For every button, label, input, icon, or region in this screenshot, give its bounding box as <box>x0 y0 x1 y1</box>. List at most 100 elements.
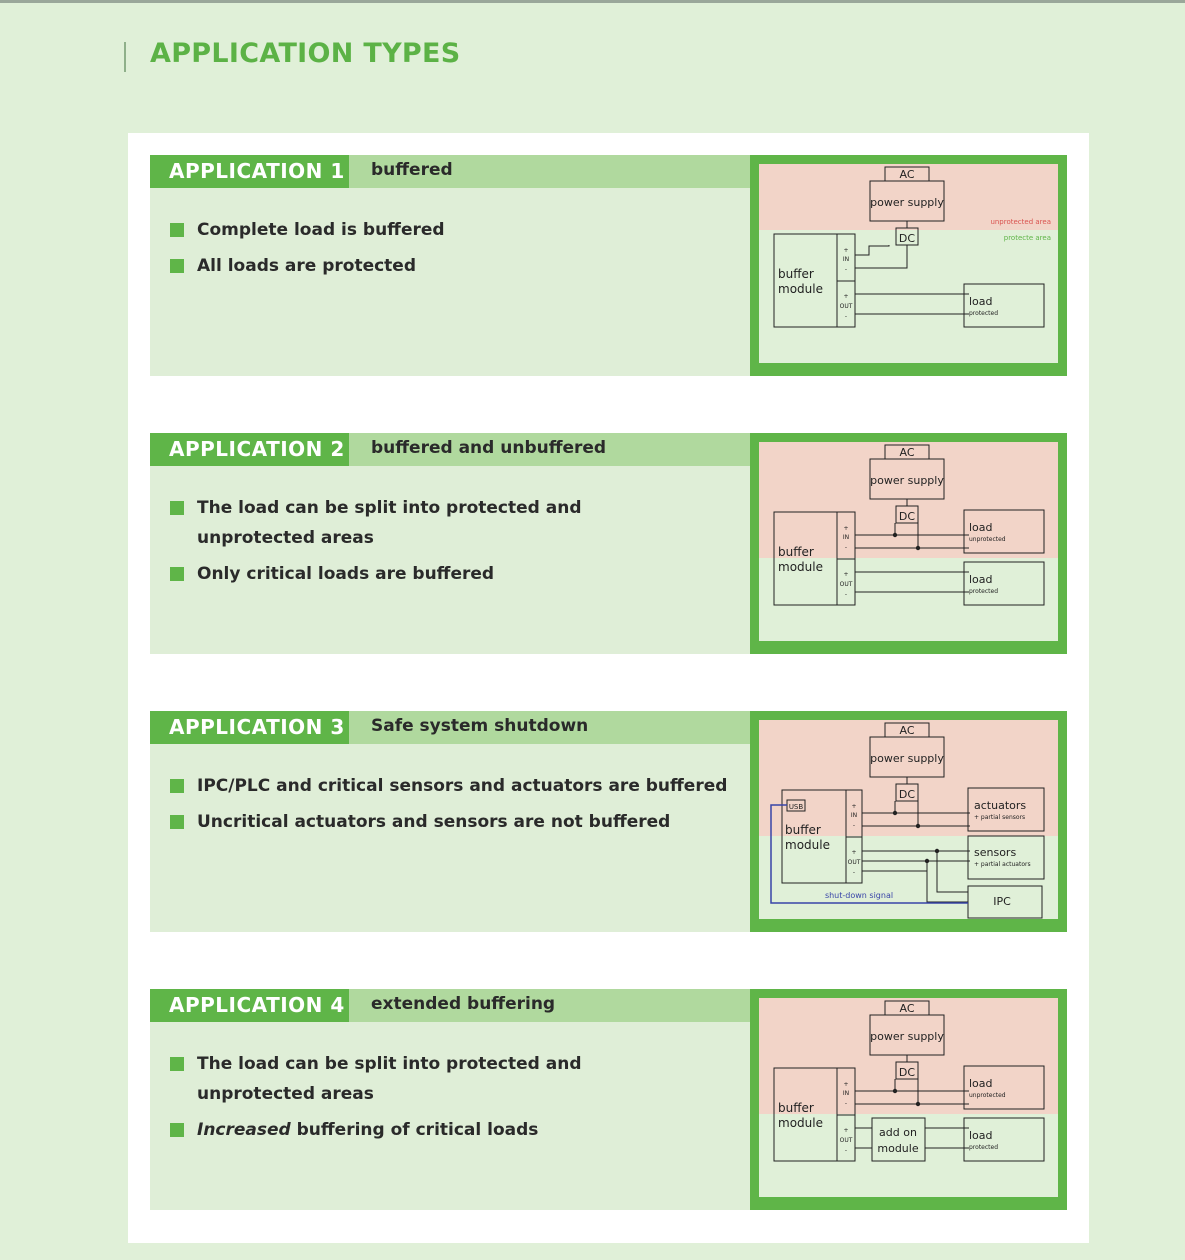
bullet-text: IPC/PLC and critical sensors and actuato… <box>197 776 728 796</box>
out-label: OUT <box>840 581 853 588</box>
power-supply-label: power supply <box>870 1030 944 1043</box>
bullet-square-icon <box>170 779 184 793</box>
list-item: The load can be split into protected and… <box>170 1049 730 1109</box>
application-number: APPLICATION 1 <box>150 155 349 188</box>
load-label: load <box>969 521 993 534</box>
list-item: Uncritical actuators and sensors are not… <box>170 807 730 837</box>
application-description: APPLICATION 1 buffered Complete load is … <box>150 155 750 376</box>
application-description: APPLICATION 2 buffered and unbuffered Th… <box>150 433 750 654</box>
diagram-svg: AC power supply DC buffer module + IN - … <box>759 998 1058 1162</box>
bullet-text: Only critical loads are buffered <box>197 564 495 584</box>
dc-label: DC <box>899 1066 915 1079</box>
list-item: Complete load is buffered <box>170 215 730 245</box>
buffer-module-label: module <box>778 560 823 574</box>
power-supply-label: power supply <box>870 474 944 487</box>
unprotected-area <box>759 720 1058 836</box>
load-sub-label: protected <box>969 310 998 317</box>
shutdown-signal-line <box>770 804 968 904</box>
minus-label: - <box>845 544 847 551</box>
actuators-sub-label: + partial sensors <box>974 814 1025 821</box>
minus-label: - <box>845 1147 847 1154</box>
list-item: IPC/PLC and critical sensors and actuato… <box>170 771 730 801</box>
application-1: APPLICATION 1 buffered Complete load is … <box>150 155 1067 376</box>
list-item: Increased buffering of critical loads <box>170 1115 730 1145</box>
diagram-frame: AC power supply DC unprotected area prot… <box>750 155 1067 376</box>
bullet-square-icon <box>170 1057 184 1071</box>
out-label: OUT <box>840 303 853 310</box>
circuit-diagram: AC power supply DC buffer module + IN - … <box>759 998 1058 1197</box>
plus-label: + <box>843 293 848 300</box>
bullet-list: The load can be split into protected and… <box>170 493 730 595</box>
diagram-svg: AC power supply DC buffer module + IN - … <box>759 442 1058 606</box>
out-label: OUT <box>848 859 861 866</box>
bullet-square-icon <box>170 567 184 581</box>
top-rule <box>0 0 1185 3</box>
minus-label: - <box>853 869 855 876</box>
ac-label: AC <box>899 446 914 459</box>
dc-label: DC <box>899 232 915 245</box>
unprotected-area <box>759 164 1058 230</box>
title-marker <box>124 42 126 72</box>
in-label: IN <box>843 1090 849 1097</box>
load-label: load <box>969 1077 993 1090</box>
application-4: APPLICATION 4 extended buffering The loa… <box>150 989 1067 1210</box>
page-title: APPLICATION TYPES <box>150 38 461 69</box>
unprotected-area <box>759 442 1058 558</box>
list-item: All loads are protected <box>170 251 730 281</box>
plus-label: + <box>843 525 848 532</box>
in-label: IN <box>843 534 849 541</box>
diagram-svg: AC power supply DC unprotected area prot… <box>759 164 1058 328</box>
ac-label: AC <box>899 1002 914 1015</box>
in-label: IN <box>851 812 857 819</box>
list-item: Only critical loads are buffered <box>170 559 730 589</box>
bullet-square-icon <box>170 223 184 237</box>
diagram-svg: AC power supply DC USB buffer module + I… <box>759 720 1058 919</box>
plus-label: + <box>851 849 856 856</box>
application-subtitle: buffered and unbuffered <box>371 438 607 458</box>
bullet-text: buffering of critical loads <box>290 1120 539 1140</box>
application-subtitle: buffered <box>371 160 453 180</box>
bullet-text: All loads are protected <box>197 256 417 276</box>
minus-label: - <box>845 591 847 598</box>
circuit-diagram: AC power supply DC USB buffer module + I… <box>759 720 1058 919</box>
addon-module-label: module <box>877 1142 918 1155</box>
bullet-list: IPC/PLC and critical sensors and actuato… <box>170 771 730 843</box>
minus-label: - <box>853 822 855 829</box>
application-description: APPLICATION 4 extended buffering The loa… <box>150 989 750 1210</box>
shutdown-signal-label: shut-down signal <box>825 891 893 900</box>
power-supply-label: power supply <box>870 752 944 765</box>
ac-label: AC <box>899 724 914 737</box>
plus-label: + <box>851 803 856 810</box>
protected-area-label: protecte area <box>1004 234 1051 242</box>
dc-label: DC <box>899 788 915 801</box>
plus-label: + <box>843 571 848 578</box>
application-subtitle: Safe system shutdown <box>371 716 589 736</box>
bullet-square-icon <box>170 1123 184 1137</box>
load-sub-label: protected <box>969 1144 998 1151</box>
circuit-diagram: AC power supply DC buffer module + IN - … <box>759 442 1058 641</box>
dc-label: DC <box>899 510 915 523</box>
bullet-text: The load can be split into protected and <box>197 498 582 518</box>
bullet-text: unprotected areas <box>197 1084 374 1104</box>
minus-label: - <box>845 313 847 320</box>
load-label: load <box>969 573 993 586</box>
minus-label: - <box>845 266 847 273</box>
plus-label: + <box>843 1081 848 1088</box>
sensors-sub-label: + partial actuators <box>974 861 1031 868</box>
buffer-module-label: buffer <box>778 267 814 281</box>
application-subtitle: extended buffering <box>371 994 556 1014</box>
bullet-text: unprotected areas <box>197 528 374 548</box>
load-sub-label: protected <box>969 588 998 595</box>
load-label: load <box>969 1129 993 1142</box>
unprotected-area <box>759 998 1058 1114</box>
application-header: APPLICATION 2 buffered and unbuffered <box>150 433 750 466</box>
bullet-square-icon <box>170 259 184 273</box>
ipc-label: IPC <box>993 895 1011 908</box>
addon-module-label: add on <box>879 1126 917 1139</box>
plus-label: + <box>843 247 848 254</box>
bullet-emphasis: Increased <box>197 1120 291 1140</box>
plus-label: + <box>843 1127 848 1134</box>
application-number: APPLICATION 2 <box>150 433 349 466</box>
buffer-module-label: buffer <box>778 1101 814 1115</box>
application-header: APPLICATION 1 buffered <box>150 155 750 188</box>
